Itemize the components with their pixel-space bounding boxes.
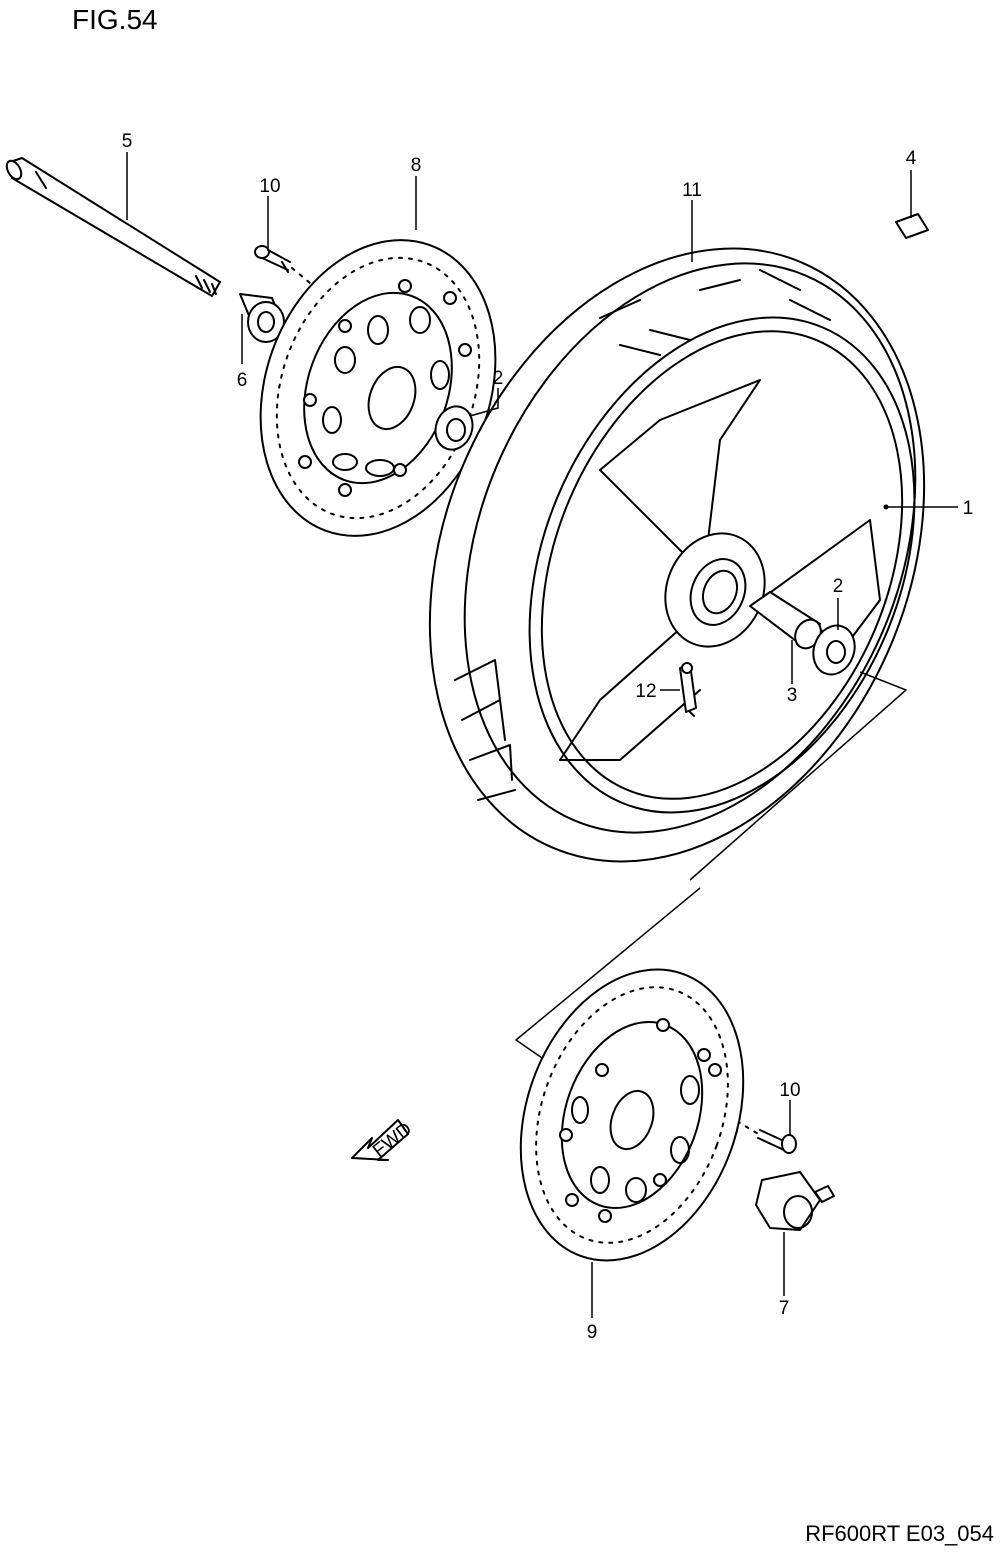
wheel-and-tire xyxy=(428,247,926,863)
spacer-part-3 xyxy=(749,591,822,650)
callout-4: 4 xyxy=(906,148,917,169)
callout-1: 1 xyxy=(963,498,974,519)
brake-disc-part-9 xyxy=(519,968,745,1262)
callout-7: 7 xyxy=(779,1298,790,1319)
gearbox-part-7 xyxy=(755,1171,835,1231)
callout-numbers: 5 10 8 6 2 11 4 1 2 3 12 10 7 9 xyxy=(122,131,974,1343)
valve-part-12 xyxy=(679,662,697,717)
spacer-part-6 xyxy=(239,293,285,343)
bolt-part-10-top xyxy=(254,245,317,289)
callout-9: 9 xyxy=(587,1322,598,1343)
callout-10: 10 xyxy=(779,1080,800,1101)
callout-3: 3 xyxy=(787,685,798,706)
figure-title: FIG.54 xyxy=(72,4,158,35)
callout-2: 2 xyxy=(493,368,504,389)
callout-2: 2 xyxy=(833,576,844,597)
callout-5: 5 xyxy=(122,131,133,152)
bearing-part-2-lower xyxy=(812,624,856,676)
callout-11: 11 xyxy=(682,180,702,201)
callout-10: 10 xyxy=(259,176,280,197)
diagram-code: RF600RT E03_054 xyxy=(805,1521,994,1546)
balancer-part-4 xyxy=(895,213,929,239)
callout-6: 6 xyxy=(237,370,248,391)
leader-lines xyxy=(126,152,958,1318)
axle-part xyxy=(5,157,221,297)
callout-12: 12 xyxy=(635,681,656,702)
bolt-part-10-lower xyxy=(757,1129,797,1154)
fwd-arrow-icon: FWD xyxy=(351,1119,416,1162)
callout-8: 8 xyxy=(411,155,422,176)
bearing-part-2-upper xyxy=(434,405,474,451)
